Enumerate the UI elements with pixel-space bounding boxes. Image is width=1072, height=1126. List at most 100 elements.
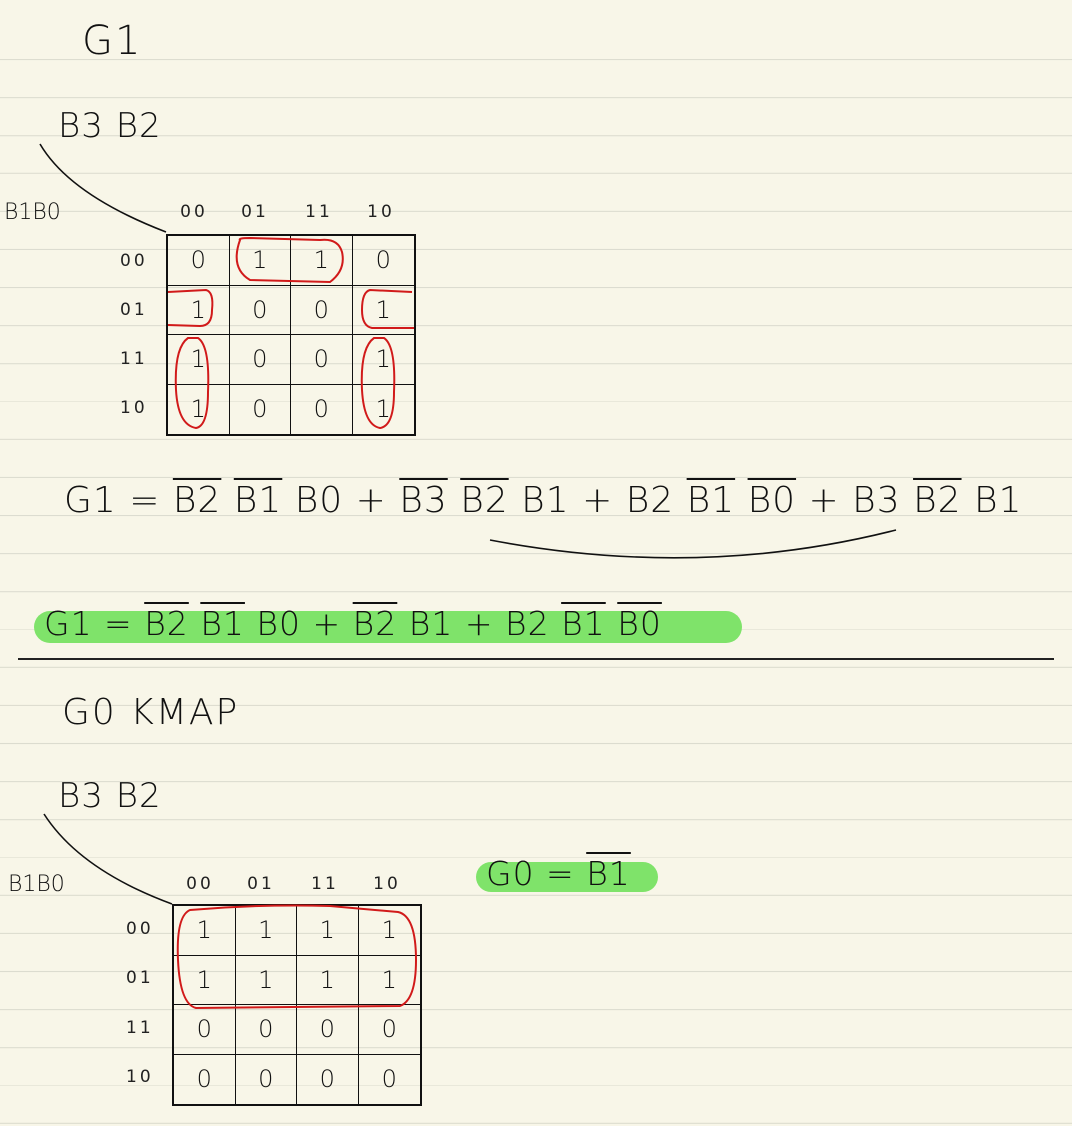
kmap-cell: 0 — [291, 384, 353, 434]
term: B2 — [352, 604, 398, 643]
g1-highlight — [34, 611, 742, 643]
kmap-cell: 1 — [291, 236, 353, 286]
kmap-cell: 0 — [229, 335, 291, 385]
kmap-cell: 0 — [381, 1065, 397, 1094]
term: B0 — [294, 480, 344, 521]
kmap-cell: 1 — [375, 395, 391, 424]
g0-col-header: 10 — [373, 874, 401, 894]
g1-col-header: 00 — [180, 202, 208, 222]
g1-kmap-grid: 0 1 1 0 1 0 0 1 1 0 0 1 1 0 0 1 — [166, 234, 416, 436]
g1-equation-full: G1 = B2 B1 B0 + B3 B2 B1 + B2 B1 B0 + B3… — [64, 480, 1022, 521]
term: B1 — [586, 854, 631, 893]
section-divider — [18, 658, 1054, 660]
term: B0 — [747, 480, 797, 521]
g0-row-header: 10 — [126, 1067, 154, 1088]
g1-group-loop-right-wrap — [360, 288, 414, 329]
g0-column-headers: 00 01 11 10 — [172, 874, 418, 894]
plus-sign: + — [312, 604, 353, 643]
kmap-cell: 0 — [230, 384, 291, 434]
term: B2 — [505, 604, 550, 643]
g0-header-diagonal-curve — [43, 813, 173, 905]
kmap-cell: 0 — [174, 1054, 236, 1104]
equation-prefix: G1 = — [44, 604, 145, 643]
term: B1 — [686, 480, 736, 521]
term: B2 — [144, 604, 189, 643]
g0-equation: G0 = B1 — [486, 854, 631, 893]
kmap-cell: 0 — [291, 285, 353, 335]
kmap-cell: 1 — [174, 955, 236, 1005]
kmap-cell: 0 — [352, 236, 414, 286]
kmap-cell: 1 — [352, 335, 414, 385]
term: B1 — [408, 604, 454, 643]
plus-sign: + — [808, 480, 853, 521]
term: B0 — [256, 604, 302, 643]
g0-col-var-label: B1B0 — [8, 872, 65, 897]
g0-row-header: 11 — [126, 1017, 154, 1038]
equation-prefix: G1 = — [64, 480, 173, 521]
g1-row-header: 10 — [120, 397, 148, 418]
term: B1 — [561, 604, 606, 643]
term: B2 — [172, 480, 222, 521]
g1-title: G1 — [82, 18, 143, 64]
term: B2 — [913, 480, 962, 521]
kmap-cell: 0 — [297, 1005, 359, 1055]
term: B3 — [399, 480, 448, 521]
g0-col-header: 11 — [311, 874, 339, 894]
g1-group-loop-left-wrap — [167, 288, 214, 328]
term: B1 — [200, 604, 245, 643]
term: B2 — [460, 480, 509, 521]
g1-row-var-label: B3 B2 — [58, 106, 162, 146]
kmap-cell: 1 — [358, 956, 420, 1005]
g0-title: G0 KMAP — [62, 692, 240, 733]
g1-header-diagonal-curve — [39, 143, 167, 233]
kmap-cell: 1 — [297, 955, 359, 1005]
g1-col-header: 10 — [367, 202, 395, 222]
g1-row-header: 01 — [120, 299, 148, 320]
kmap-cell: 1 — [229, 236, 291, 286]
g1-col-var-label: B1B0 — [4, 200, 61, 225]
g1-col-header: 11 — [305, 202, 333, 222]
plus-sign: + — [582, 480, 626, 521]
g0-row-header: 01 — [126, 968, 154, 989]
term: B3 — [852, 480, 901, 521]
g1-column-headers: 00 01 11 10 — [166, 202, 412, 222]
kmap-cell: 0 — [358, 1005, 420, 1055]
g0-col-header: 01 — [247, 874, 275, 894]
kmap-cell: 0 — [236, 1054, 297, 1104]
kmap-cell: 0 — [168, 236, 230, 286]
g0-group-loop-top-rows — [176, 904, 418, 1010]
g1-equation-simplified: G1 = B2 B1 B0 + B2 B1 + B2 B1 B0 — [44, 604, 662, 643]
kmap-cell: 1 — [168, 285, 230, 335]
kmap-cell: 0 — [174, 1005, 236, 1055]
g0-row-header: 00 — [126, 918, 154, 939]
kmap-cell: 1 — [235, 955, 297, 1005]
g0-col-header: 00 — [186, 874, 214, 894]
term: B1 — [521, 480, 570, 521]
term: B0 — [617, 604, 662, 643]
g1-group-loop-col3 — [360, 337, 396, 430]
equation-prefix: G0 = — [486, 854, 587, 893]
term: B2 — [625, 480, 675, 521]
kmap-cell: 0 — [297, 1054, 359, 1104]
g1-group-loop-col0 — [174, 337, 210, 430]
term: B1 — [233, 480, 283, 521]
plus-sign: + — [355, 480, 400, 521]
g1-group-loop-top — [235, 236, 344, 284]
kmap-cell: 1 — [352, 286, 414, 335]
g0-row-headers: 00 01 11 10 — [126, 904, 154, 1102]
g1-row-headers: 00 01 11 10 — [120, 236, 148, 432]
g1-col-header: 01 — [241, 202, 269, 222]
kmap-cell: 1 — [235, 906, 297, 956]
g0-row-var-label: B3 B2 — [58, 776, 162, 816]
term: B1 — [974, 480, 1023, 521]
kmap-cell: 1 — [297, 906, 359, 956]
kmap-cell: 0 — [235, 1005, 297, 1055]
kmap-cell: 1 — [358, 906, 420, 956]
kmap-cell: 1 — [168, 335, 230, 385]
g0-highlight — [476, 862, 658, 892]
kmap-cell: 1 — [168, 384, 230, 434]
g1-row-header: 11 — [120, 348, 148, 369]
kmap-cell: 0 — [229, 285, 291, 335]
plus-sign: + — [464, 604, 506, 643]
